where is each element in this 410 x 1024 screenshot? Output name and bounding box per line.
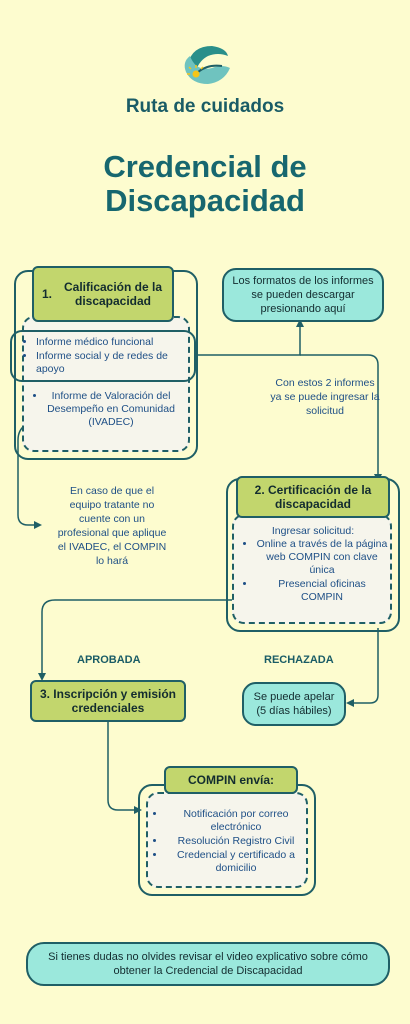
appeal-note: Se puede apelar (5 días hábiles)	[242, 682, 346, 726]
arrowhead-appeal	[346, 699, 354, 707]
with-reports-note: Con estos 2 informes ya se puede ingresa…	[270, 377, 380, 417]
step1-items-highlight: Informe médico funcional Informe social …	[10, 330, 196, 382]
approved-label: APROBADA	[77, 654, 141, 666]
connector-to-step3	[41, 599, 232, 675]
list-item: Informe social y de redes de apoyo	[36, 350, 176, 376]
step2-header: 2. Certificación de la discapacidad	[236, 476, 390, 518]
compin-items-list: Notificación por correo electrónico Reso…	[150, 808, 306, 875]
compin-dashed-box	[146, 792, 308, 888]
arrowhead-step3	[38, 673, 46, 681]
list-item: Presencial oficinas COMPIN	[256, 578, 388, 604]
arrowhead-ivadec-note	[34, 521, 42, 529]
list-item: Credencial y certificado a domicilio	[166, 849, 306, 875]
page-title: Credencial de Discapacidad	[103, 149, 307, 218]
list-item: Notificación por correo electrónico	[166, 808, 306, 834]
hands-sun-logo-icon	[184, 46, 230, 84]
connector-to-compin	[107, 720, 136, 811]
step1-header: 1. Calificación de la discapacidad	[32, 266, 174, 322]
arrowhead-formats	[296, 319, 304, 327]
list-item: Online a través de la página web COMPIN …	[256, 538, 388, 577]
compin-header: COMPIN envía:	[164, 766, 298, 794]
step3-box: 3. Inscripción y emisión credenciales	[30, 680, 186, 722]
rejected-label: RECHAZADA	[264, 654, 334, 666]
connector-to-appeal	[352, 628, 379, 704]
step1-items-list: Informe médico funcional Informe social …	[12, 336, 194, 376]
brand-name: Ruta de cuidados	[125, 96, 285, 117]
list-item: Resolución Registro Civil	[166, 835, 306, 848]
step1-item3: Informe de Valoración del Desempeño en C…	[26, 390, 186, 430]
list-item: Informe médico funcional	[36, 336, 194, 349]
formats-download-note[interactable]: Los formatos de los informes se pueden d…	[222, 268, 384, 322]
connector-to-formats	[195, 325, 301, 356]
connector-to-step2	[300, 354, 379, 476]
step2-dashed-box	[232, 514, 392, 624]
list-item: Informe de Valoración del Desempeño en C…	[46, 390, 176, 429]
step2-content: Ingresar solicitud: Online a través de l…	[238, 524, 388, 605]
footer-video-note[interactable]: Si tienes dudas no olvides revisar el vi…	[26, 942, 390, 986]
step2-items-list: Online a través de la página web COMPIN …	[238, 538, 388, 604]
step2-intro: Ingresar solicitud:	[271, 525, 355, 537]
compin-content: Notificación por correo electrónico Reso…	[150, 808, 306, 876]
ivadec-note: En caso de que el equipo tratante no cue…	[57, 485, 167, 567]
